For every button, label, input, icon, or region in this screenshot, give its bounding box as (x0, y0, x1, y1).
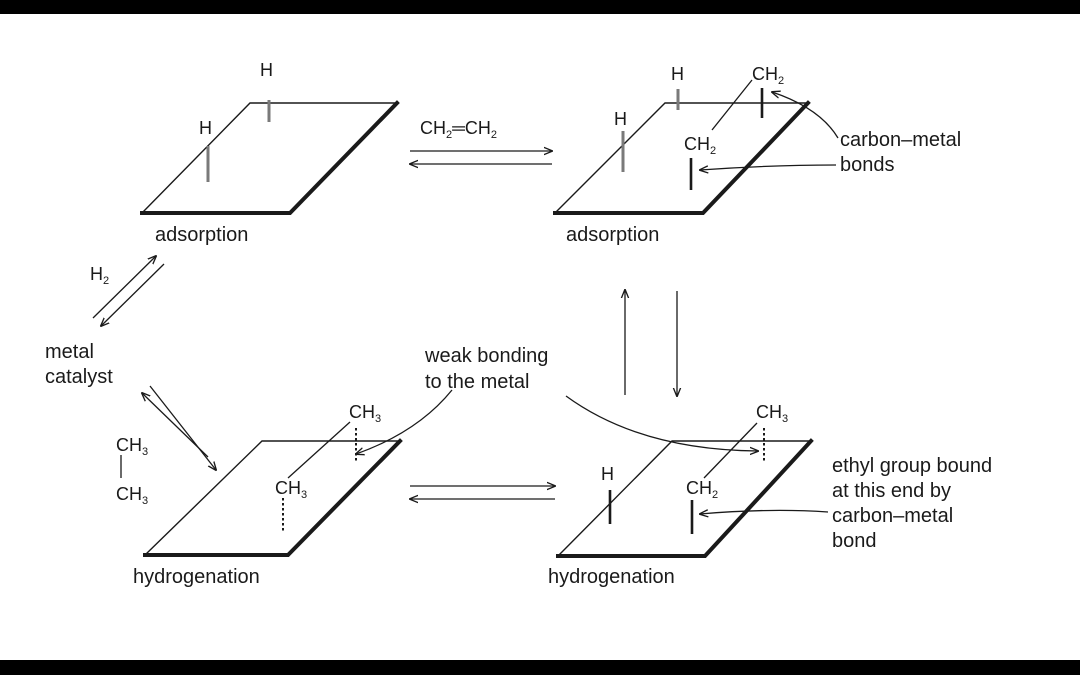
hydrogen-atom: H (671, 64, 684, 84)
weak-bonding-label: weak bonding (424, 345, 548, 367)
hydrogenation-label-right: hydrogenation (548, 566, 675, 588)
ch3-group: CH3 (756, 402, 788, 425)
catalyst-surface-edge (140, 100, 400, 215)
ethyl-label: ethyl group bound (832, 455, 992, 477)
catalyst-surface-edge (556, 438, 814, 558)
carbon-metal-label: carbon–metal (840, 129, 961, 151)
ethylene-formula: CH2═CH2 (420, 118, 497, 141)
catalyst-surface-edge (553, 100, 811, 215)
catalyst-surface (141, 102, 397, 214)
pointer-arrow (700, 510, 829, 514)
ch3-group: CH3 (116, 435, 148, 458)
bottom-equilibrium (410, 486, 555, 499)
vertical-equilibrium (625, 290, 677, 396)
hydrogen-atom: H (601, 464, 614, 484)
forward-arrow (149, 385, 216, 470)
carbon-metal-label: bonds (840, 154, 895, 176)
ch3-group: CH3 (349, 402, 381, 425)
carbon-carbon-bond (703, 422, 758, 479)
hydrogen-atom: H (614, 109, 627, 129)
ethylene-addition: CH2═CH2 (410, 118, 552, 164)
weak-bonding-label: to the metal (425, 371, 530, 393)
catalyst-surface (554, 102, 808, 214)
catalyst-source: metal catalyst H2 (45, 256, 216, 470)
ch3-group: CH3 (116, 484, 148, 507)
pointer-arrow (356, 389, 453, 454)
carbon-carbon-bond (711, 79, 753, 131)
hydrogenation-label-left: hydrogenation (133, 566, 260, 588)
pointer-arrow (700, 164, 837, 170)
hydrogen-atom: H (260, 60, 273, 80)
panel-hydrogenation-ethane: CH3 CH3 hydrogenation (133, 402, 403, 588)
ch3-group: CH3 (275, 478, 307, 501)
diagram-svg: H H adsorption H H CH2 CH2 adsorption ca… (45, 60, 992, 588)
ethyl-annotation: ethyl group bound at this end by carbon–… (700, 455, 992, 552)
metal-catalyst-label: catalyst (45, 366, 113, 388)
ch2-group: CH2 (684, 134, 716, 157)
catalyst-surface (557, 440, 811, 557)
panel-adsorption-ethylene: H H CH2 CH2 adsorption (553, 64, 811, 246)
adsorption-label-left: adsorption (155, 224, 248, 246)
ch2-group: CH2 (752, 64, 784, 87)
adsorption-label-right: adsorption (566, 224, 659, 246)
hydrogenation-diagram: H H adsorption H H CH2 CH2 adsorption ca… (0, 14, 1080, 660)
metal-catalyst-label: metal (45, 341, 94, 363)
carbon-carbon-bond (287, 421, 351, 479)
catalyst-surface (144, 440, 400, 556)
pointer-arrow (565, 395, 758, 451)
carbon-metal-annotation: carbon–metal bonds (700, 92, 961, 176)
panel-adsorption-h2: H H adsorption (140, 60, 400, 246)
ethane-product: CH3 CH3 (116, 435, 148, 507)
ch2-group: CH2 (686, 478, 718, 501)
panel-hydrogenation-ethyl: H CH3 CH2 hydrogenation (548, 402, 814, 588)
h2-formula: H2 (90, 264, 109, 287)
ethyl-label: carbon–metal (832, 505, 953, 527)
weak-bonding-annotation: weak bonding to the metal (356, 345, 758, 454)
ethyl-label: bond (832, 530, 877, 552)
hydrogen-atom: H (199, 118, 212, 138)
forward-arrow (92, 256, 156, 319)
ethyl-label: at this end by (832, 480, 951, 502)
pointer-arrow (772, 92, 839, 139)
catalyst-surface-edge (143, 438, 403, 557)
reverse-arrow (101, 263, 165, 326)
